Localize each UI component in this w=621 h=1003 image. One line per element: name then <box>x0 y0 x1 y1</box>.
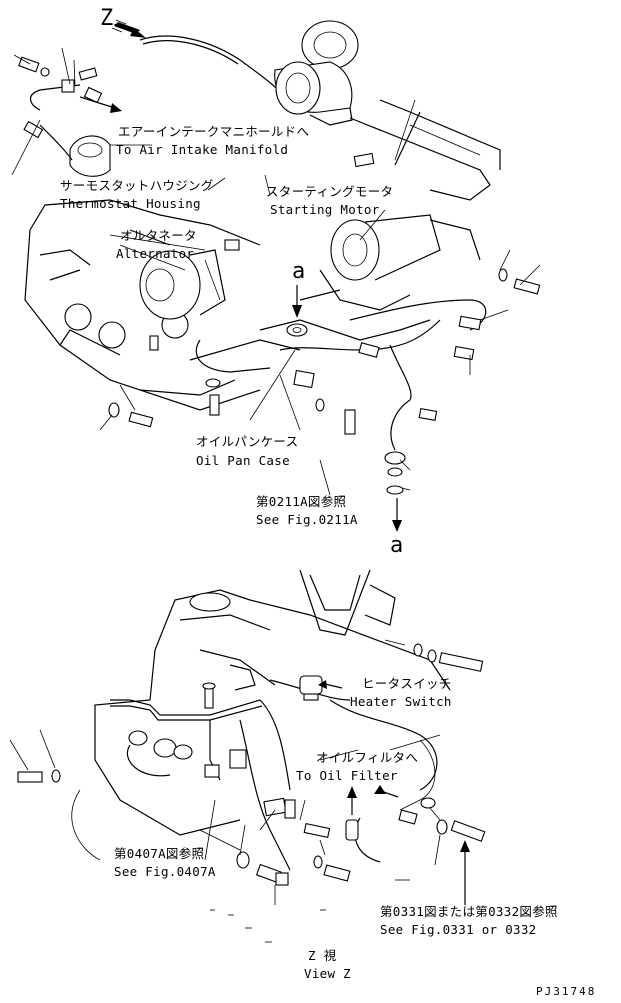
view-z-arrow: Z <box>100 6 146 38</box>
heater-switch-label-en: Heater Switch <box>350 694 452 709</box>
top-small-parts <box>18 56 541 495</box>
oil-filter-label-en: To Oil Filter <box>296 768 398 783</box>
thermostat-label-jp: サーモスタットハウジング <box>60 178 214 193</box>
alternator-label-en: Alternator <box>116 246 194 261</box>
view-z-title-en: View Z <box>304 966 351 981</box>
heater-switch <box>299 675 343 701</box>
port-a-bottom: a <box>390 498 403 558</box>
oil-pan-label-jp: オイルパンケース <box>196 434 298 449</box>
oil-pan-label-en: Oil Pan Case <box>196 453 290 468</box>
thermostat-housing <box>69 135 111 177</box>
starting-motor-label-en: Starting Motor <box>270 202 380 217</box>
alternator-label-jp: オルタネータ <box>120 228 197 243</box>
bottom-leaders <box>199 639 441 943</box>
turbocharger <box>274 20 359 126</box>
air-intake-label-jp: エアーインテークマニホールドへ <box>118 124 309 139</box>
fig-0331-label-jp: 第0331図または第0332図参照 <box>380 904 558 919</box>
view-z-letter: Z <box>100 6 113 31</box>
starting-motor-label-jp: スターティングモータ <box>266 184 393 199</box>
port-a-top: a <box>286 259 308 337</box>
fig-0407a-label-en: See Fig.0407A <box>114 864 216 879</box>
view-z-title-jp: Z 視 <box>308 948 337 963</box>
fig-0331-label-en: See Fig.0331 or 0332 <box>380 922 537 937</box>
starting-motor <box>299 214 441 311</box>
port-a-bottom-label: a <box>390 533 403 558</box>
alternator <box>139 249 226 320</box>
fig-0407a-label-jp: 第0407A図参照 <box>114 846 204 861</box>
oil-filter-label-jp: オイルフィルタへ <box>316 750 418 765</box>
air-intake-label-en: To Air Intake Manifold <box>116 142 288 157</box>
engine-block <box>24 199 261 411</box>
fig-0211a-label-jp: 第0211A図参照 <box>256 494 346 509</box>
fig-0211a-label-en: See Fig.0211A <box>256 512 358 527</box>
thermostat-label-en: Thermostat Housing <box>60 196 201 211</box>
top-assembly: Z <box>11 6 541 558</box>
drawing-number: PJ31748 <box>536 985 596 998</box>
heater-switch-label-jp: ヒータスイッチ <box>362 676 452 691</box>
bottom-assembly: ヒータスイッチ Heater Switch オイルフィルタへ To Oil Fi… <box>9 569 558 981</box>
top-leaders <box>11 47 541 496</box>
port-a-label: a <box>292 259 305 284</box>
